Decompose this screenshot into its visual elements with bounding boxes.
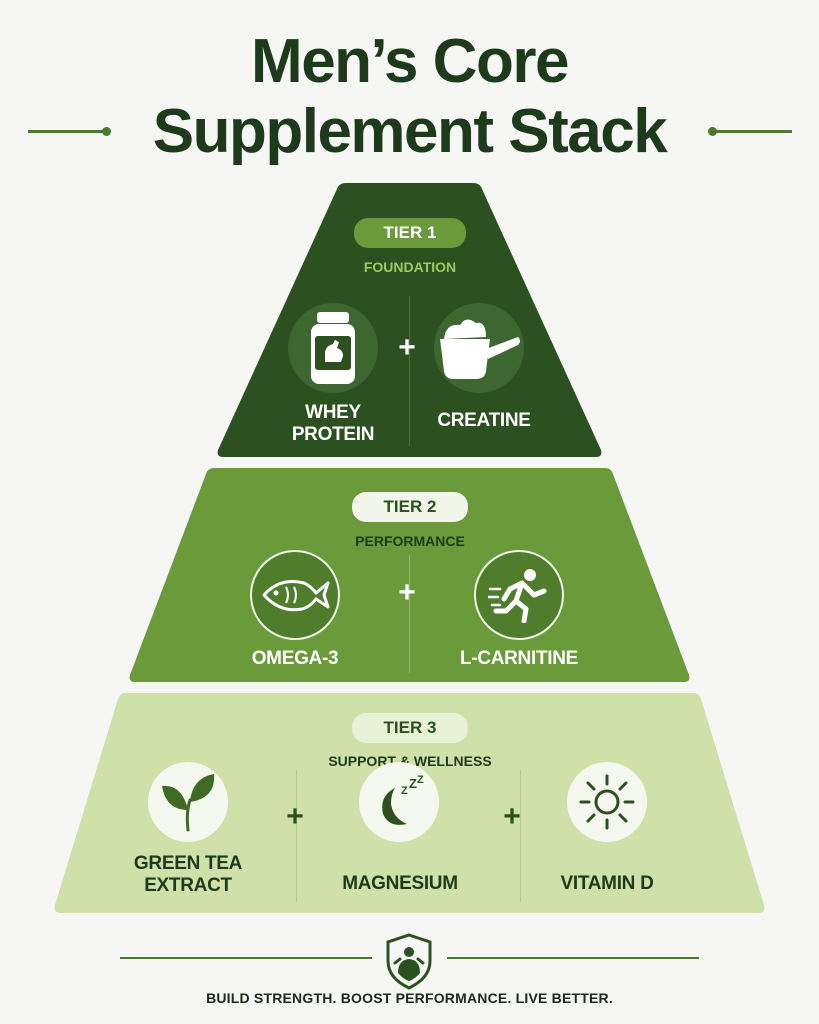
- title-rule-left: [28, 130, 106, 133]
- title-dot-right: [708, 127, 717, 136]
- shield-icon: [386, 933, 432, 990]
- footer-rule-left: [120, 957, 372, 959]
- title-line-2: Supplement Stack: [152, 97, 668, 166]
- footer-tagline: BUILD STRENGTH. BOOST PERFORMANCE. LIVE …: [206, 990, 613, 1006]
- title-line-1: Men’s Core: [251, 27, 569, 96]
- tier-2-shape: [129, 468, 690, 682]
- tier-3-shape: [54, 693, 765, 913]
- footer-rule-right: [447, 957, 699, 959]
- tier-1-shape: [217, 183, 602, 457]
- title-dot-left: [102, 127, 111, 136]
- title-rule-right: [714, 130, 792, 133]
